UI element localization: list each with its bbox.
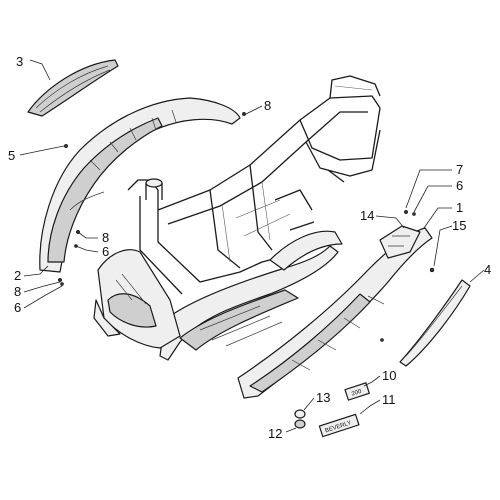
label-8-top: 8	[264, 98, 271, 113]
part-floor-panel	[159, 230, 343, 361]
part-12-13-caps	[294, 409, 306, 429]
badge-200: 200	[344, 382, 370, 401]
label-12: 12	[268, 426, 282, 441]
part-3-cover	[27, 59, 119, 117]
part-front-lower-shield	[93, 249, 181, 349]
label-10: 10	[382, 368, 396, 383]
label-13: 13	[316, 390, 330, 405]
label-6-mid: 6	[102, 244, 109, 259]
label-14: 14	[360, 208, 374, 223]
label-5: 5	[8, 148, 15, 163]
part-4-trim-strip	[399, 279, 471, 367]
part-right-side-cover	[237, 225, 433, 399]
label-2: 2	[14, 268, 21, 283]
part-2-left-side-panel	[39, 97, 241, 273]
label-8-low: 8	[14, 284, 21, 299]
label-7: 7	[456, 162, 463, 177]
label-4: 4	[484, 262, 491, 277]
leader-lines	[19, 59, 485, 433]
label-11: 11	[382, 392, 396, 407]
badge-200-text: 200	[351, 389, 363, 398]
badge-beverly: BEVERLY	[318, 413, 360, 438]
label-8-mid: 8	[102, 230, 109, 245]
label-3: 3	[16, 54, 23, 69]
label-1: 1	[456, 200, 463, 215]
part-frame	[127, 75, 381, 295]
label-6-right: 6	[456, 178, 463, 193]
label-15: 15	[452, 218, 466, 233]
callout-labels: 3 8 5 8 6 2 8 6 7 6 1 14 15 4 10 11 13 1…	[8, 54, 491, 441]
label-6-low: 6	[14, 300, 21, 315]
